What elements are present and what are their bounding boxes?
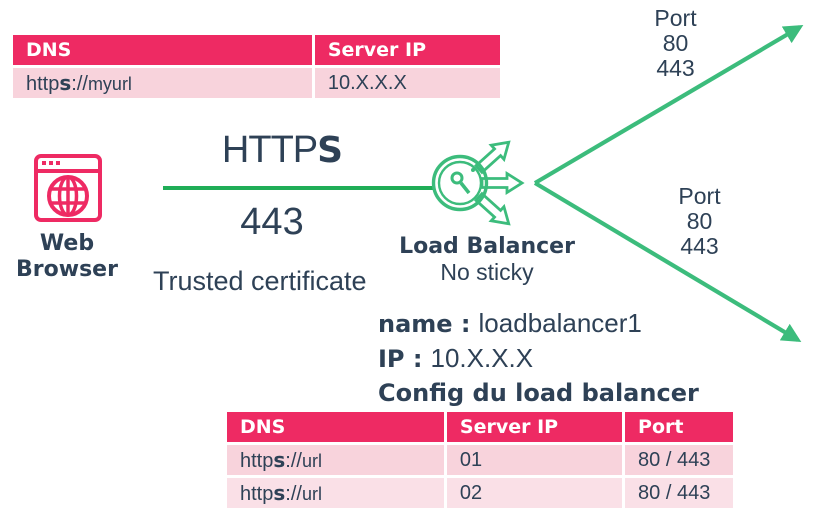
dns-table-top: DNS Server IP https://myurl 10.X.X.X — [10, 32, 503, 101]
dns-host: url — [301, 450, 322, 471]
config-title-row: Config du load balancer — [378, 378, 699, 412]
load-balancer-subtitle: No sticky — [440, 259, 534, 285]
bottom-table-header-port: Port — [625, 412, 733, 442]
split-arrow-up — [474, 140, 511, 175]
dns-prefix: http — [240, 449, 274, 472]
table-row: https://url 02 80 / 443 — [227, 478, 733, 508]
arrow-to-server2 — [533, 181, 802, 342]
port-bottom-line1: Port — [678, 183, 721, 209]
dns-separator: :// — [285, 482, 302, 505]
bottom-table-r1-serverip: 01 — [446, 445, 623, 475]
outgoing-arrows — [533, 25, 804, 342]
connection-port-label: 443 — [240, 201, 304, 243]
protocol-label: HTTPS — [172, 129, 392, 172]
dns-separator: :// — [285, 449, 302, 472]
bottom-table-header-dns: DNS — [227, 412, 444, 442]
table-row: https://myurl 10.X.X.X — [13, 68, 500, 98]
dns-s: s — [59, 70, 72, 95]
load-balancer-label: Load Balancer No sticky — [392, 234, 582, 284]
config-ip-value: 10.X.X.X — [430, 343, 534, 373]
web-browser-label-line2: Browser — [16, 257, 118, 282]
dns-s: s — [273, 447, 286, 472]
web-browser-icon — [34, 154, 102, 222]
config-name-label: name : — [378, 310, 471, 338]
gauge-needle-hub — [450, 171, 464, 185]
config-ip-label: IP : — [378, 345, 423, 373]
top-table-header-serverip: Server IP — [314, 35, 500, 65]
table-row: https://url 01 80 / 443 — [227, 445, 733, 475]
dns-s: s — [273, 480, 286, 505]
protocol-s: S — [317, 130, 343, 171]
green-connection-line — [163, 186, 433, 190]
top-table-cell-dns: https://myurl — [13, 68, 312, 98]
bottom-table-r1-dns: https://url — [227, 445, 444, 475]
config-name-value: loadbalancer1 — [478, 308, 642, 338]
config-ip-row: IP :10.X.X.X — [378, 343, 699, 378]
bottom-table-header-serverip: Server IP — [446, 412, 623, 442]
dns-host: url — [301, 483, 322, 504]
gauge-needle — [459, 181, 471, 195]
top-table-header-dns: DNS — [13, 35, 312, 65]
web-browser-label-line1: Web — [39, 231, 95, 256]
split-arrow-down — [474, 191, 511, 226]
load-balancer-config-block: name :loadbalancer1 IP :10.X.X.X Config … — [378, 308, 699, 412]
split-arrow-middle — [480, 170, 525, 196]
port-top-line1: Port — [654, 5, 697, 31]
config-title: Config du load balancer — [378, 379, 699, 407]
load-balancer-config-table: DNS Server IP Port https://url 01 80 / 4… — [224, 409, 736, 511]
bottom-table-r2-dns: https://url — [227, 478, 444, 508]
browser-dots — [42, 161, 60, 165]
bottom-table-r2-port: 80 / 443 — [625, 478, 733, 508]
bottom-table-r1-port: 80 / 443 — [625, 445, 733, 475]
dns-prefix: http — [240, 482, 274, 505]
load-balancer-icon — [431, 140, 525, 226]
bottom-table-r2-serverip: 02 — [446, 478, 623, 508]
load-balancer-title: Load Balancer — [399, 234, 575, 259]
protocol-http: HTTP — [221, 129, 318, 171]
port-bottom-line2: 80 — [686, 208, 713, 234]
port-top-line3: 443 — [656, 55, 695, 81]
port-bottom-line3: 443 — [680, 233, 719, 259]
port-label-bottom: Port 80 443 — [652, 184, 747, 259]
port-label-top: Port 80 443 — [628, 6, 723, 81]
web-browser-label: Web Browser — [2, 231, 132, 283]
gauge-outer-ring — [431, 154, 489, 212]
dns-host: myurl — [87, 73, 132, 94]
browser-window-frame — [34, 154, 102, 222]
top-table-cell-serverip: 10.X.X.X — [314, 68, 500, 98]
dns-separator: :// — [71, 72, 88, 95]
arrow-to-server1 — [533, 25, 804, 185]
dns-prefix: http — [26, 72, 60, 95]
gauge-dot — [471, 168, 475, 172]
globe-icon — [47, 175, 89, 217]
port-top-line2: 80 — [662, 30, 689, 56]
trusted-certificate-label: Trusted certificate — [153, 266, 367, 296]
config-name-row: name :loadbalancer1 — [378, 308, 699, 343]
